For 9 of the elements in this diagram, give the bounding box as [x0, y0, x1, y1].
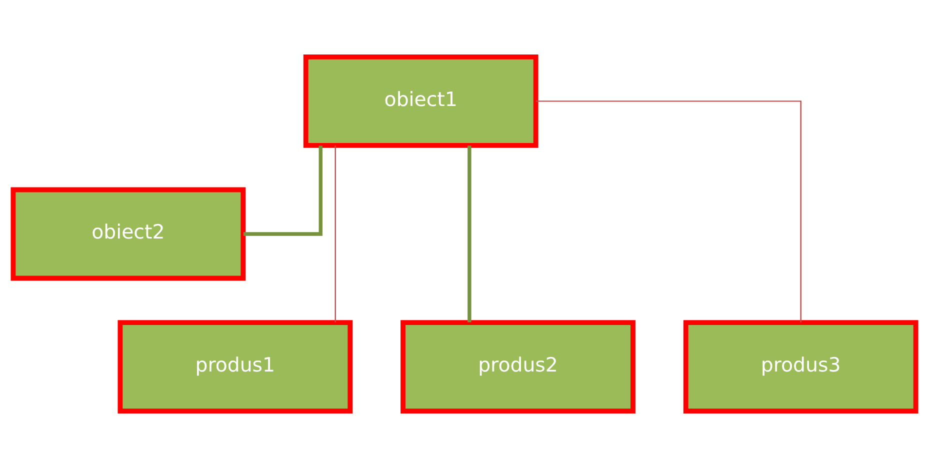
connector [243, 146, 322, 236]
connector [334, 146, 336, 322]
node-box: produs2 [400, 320, 636, 414]
connector [468, 146, 472, 322]
node-box: obiect2 [10, 187, 246, 281]
node-box: obiect1 [303, 54, 538, 148]
node-box: produs1 [118, 320, 353, 414]
connector [536, 100, 802, 322]
node-box: produs3 [683, 320, 918, 414]
